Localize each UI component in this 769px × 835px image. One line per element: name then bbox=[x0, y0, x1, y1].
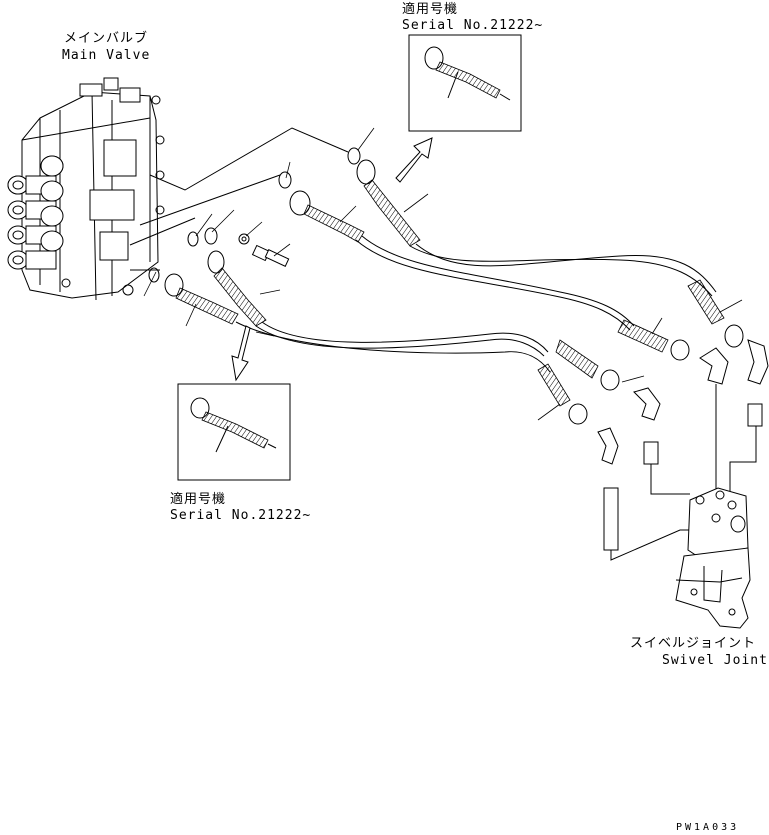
washer bbox=[241, 236, 247, 242]
split-flange-fitting bbox=[164, 273, 239, 325]
washer bbox=[238, 233, 250, 245]
inset-fitting-bottom bbox=[190, 397, 277, 453]
hose-line bbox=[361, 235, 635, 327]
serial-bottom-label-en: Serial No.21222~ bbox=[170, 508, 312, 523]
o-ring bbox=[278, 171, 292, 189]
hose-line bbox=[261, 321, 549, 353]
leader-line bbox=[729, 426, 757, 500]
serial-top-label-en: Serial No.21222~ bbox=[402, 18, 544, 33]
spool-caps bbox=[7, 155, 64, 270]
serial-top-label-jp: 適用号機 bbox=[402, 2, 459, 17]
arrow-to-inset-bottom bbox=[231, 325, 251, 382]
main-valve bbox=[7, 77, 165, 301]
hose-line bbox=[235, 321, 551, 373]
split-flange-fitting bbox=[207, 250, 267, 327]
inset-box-top bbox=[408, 34, 522, 132]
o-ring bbox=[148, 267, 160, 283]
leader-line bbox=[139, 174, 281, 226]
hose-line bbox=[355, 239, 631, 331]
bolt bbox=[251, 244, 290, 267]
o-ring bbox=[347, 147, 361, 165]
leader-line bbox=[129, 217, 196, 246]
serial-bottom-label-jp: 適用号機 bbox=[170, 492, 227, 507]
o-ring bbox=[204, 227, 218, 245]
hose-end bbox=[537, 363, 588, 425]
o-ring bbox=[187, 231, 199, 247]
elbow-fitting bbox=[747, 339, 769, 385]
main-valve-label-en: Main Valve bbox=[62, 48, 151, 63]
main-valve-label-jp: メインバルブ bbox=[64, 31, 149, 46]
leader-line bbox=[149, 127, 349, 191]
split-flange-fitting bbox=[289, 190, 365, 243]
drawing-code: PW1A033 bbox=[676, 822, 740, 833]
hose-end bbox=[687, 279, 744, 348]
adapter bbox=[603, 487, 619, 551]
hose-line bbox=[255, 325, 545, 357]
hose-end bbox=[555, 339, 620, 391]
leader-line bbox=[650, 464, 690, 495]
hose-line bbox=[409, 245, 713, 297]
arrow-to-inset-top bbox=[395, 137, 433, 183]
hose-line bbox=[415, 243, 717, 293]
elbow-fitting bbox=[633, 387, 661, 421]
split-flange-fitting bbox=[356, 159, 421, 247]
inset-box-bottom bbox=[177, 383, 291, 481]
inset-fitting-top bbox=[424, 46, 511, 101]
swivel-joint-label-jp: スイベルジョイント bbox=[630, 636, 757, 651]
swivel-joint-label-en: Swivel Joint bbox=[662, 653, 768, 668]
adapter bbox=[747, 403, 763, 427]
swivel-joint bbox=[675, 487, 751, 629]
part-callout-leaders bbox=[143, 127, 743, 421]
hose-end bbox=[617, 319, 690, 361]
elbow-fitting bbox=[597, 427, 619, 465]
adapter bbox=[643, 441, 659, 465]
elbow-fitting bbox=[699, 347, 729, 385]
